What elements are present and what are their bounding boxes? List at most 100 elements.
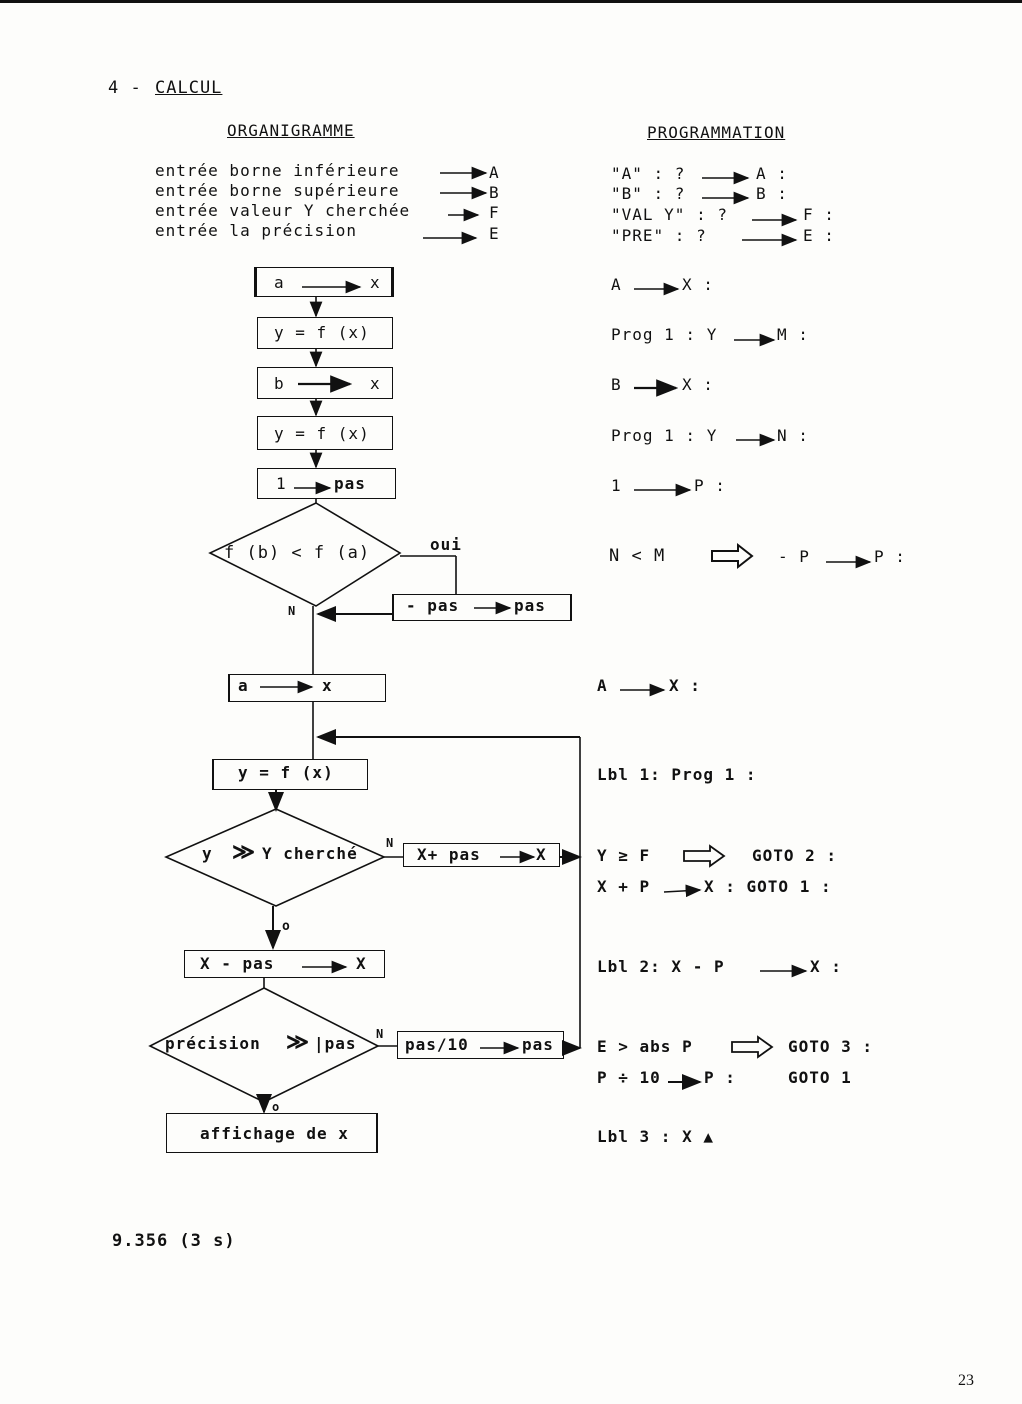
prog-line-2b: B :: [756, 184, 788, 203]
prog-line-13a: Y ≥ F: [597, 846, 651, 865]
flow-box11-right: pas: [522, 1035, 554, 1054]
prog-line-15a: Lbl 2: X - P: [597, 957, 725, 976]
input-var-2: B: [489, 183, 500, 202]
flow-box3-left: b: [274, 374, 285, 393]
prog-line-7b: X :: [682, 375, 714, 394]
prog-line-3b: F :: [803, 205, 835, 224]
flow-box-1-to-pas: [257, 468, 396, 499]
flow-decision2-left: y: [202, 844, 213, 863]
flow-decision2-right: Y cherché: [262, 844, 358, 863]
input-line-2: entrée borne supérieure: [155, 181, 400, 200]
flow-box8-text: y = f (x): [238, 763, 334, 782]
prog-line-11a: A: [597, 676, 608, 695]
flow-box-a-to-x-2: [228, 674, 386, 702]
decision-diamond-1: [208, 502, 402, 607]
flow-box11-left: pas/10: [405, 1035, 469, 1054]
flow-box5-right: pas: [334, 474, 366, 493]
flow-decision3-yes: o: [272, 1100, 281, 1114]
flow-box10-right: X: [356, 954, 367, 973]
prog-line-17a: P ÷ 10: [597, 1068, 661, 1087]
flow-decision3-no: N: [376, 1027, 385, 1041]
flow-box-neg-pas: [392, 594, 572, 621]
prog-line-11b: X :: [669, 676, 701, 695]
result-text: 9.356 (3 s): [112, 1231, 236, 1251]
implies-arrow-1: [711, 542, 754, 570]
input-var-1: A: [489, 163, 500, 182]
prog-arrow-14: [663, 884, 702, 898]
flow-box-x-minus-pas: [184, 950, 385, 978]
flow-decision3-op: ≫: [286, 1030, 311, 1055]
prog-line-15b: X :: [810, 957, 842, 976]
prog-line-10a: N < M: [609, 546, 666, 566]
prog-line-17b: P :: [704, 1068, 736, 1087]
flow-decision2-yes: o: [282, 919, 291, 934]
prog-line-5a: A: [611, 275, 622, 294]
flow-box-b-to-x: [257, 367, 393, 399]
flow-box7-right: x: [322, 676, 333, 695]
prog-line-8a: Prog 1 : Y: [611, 426, 718, 445]
flow-box-y-fx-1: [257, 317, 393, 349]
flow-box-y-fx-3: [212, 759, 368, 790]
prog-line-4a: "PRE" : ?: [611, 226, 707, 245]
flow-box9-right: X: [536, 845, 547, 864]
prog-line-1b: A :: [756, 164, 788, 183]
header-programmation: PROGRAMMATION: [647, 123, 786, 142]
flow-box-y-fx-2: [257, 416, 393, 450]
section-title: CALCUL: [155, 78, 223, 98]
prog-line-14a: X + P: [597, 877, 651, 896]
prog-line-13b: GOTO 2 :: [752, 846, 838, 865]
flow-decision2-op: ≫: [232, 840, 257, 865]
prog-line-1a: "A" : ?: [611, 164, 686, 183]
implies-arrow-2: [683, 844, 726, 868]
prog-line-3a: "VAL Y" : ?: [611, 205, 728, 224]
prog-line-16b: GOTO 3 :: [788, 1037, 874, 1056]
flow-decision1-no: N: [288, 604, 297, 618]
prog-line-4b: E :: [803, 226, 835, 245]
input-var-4: E: [489, 224, 500, 243]
flow-box10-left: X - pas: [200, 954, 275, 973]
decision-diamond-3: [148, 987, 380, 1103]
decision-diamond-2: [164, 808, 386, 907]
prog-line-7a: B: [611, 375, 622, 394]
prog-line-2a: "B" : ?: [611, 184, 686, 203]
flow-decision3-right: |pas: [314, 1034, 357, 1053]
implies-arrow-3: [731, 1035, 774, 1059]
flow-box1-left: a: [274, 273, 285, 292]
section-number: 4 -: [108, 78, 142, 98]
input-line-1: entrée borne inférieure: [155, 161, 400, 180]
input-var-3: F: [489, 203, 500, 222]
flow-box-affichage: [166, 1113, 378, 1153]
flow-box6-left: - pas: [406, 596, 460, 615]
prog-line-14b: X : GOTO 1 :: [704, 877, 832, 896]
top-border-line: [0, 0, 1022, 3]
prog-line-6b: M :: [777, 325, 809, 344]
flow-decision2-no: N: [386, 836, 395, 850]
prog-line-6a: Prog 1 : Y: [611, 325, 718, 344]
flow-box9-left: X+ pas: [417, 845, 481, 864]
flow-box-a-to-x: [254, 267, 394, 297]
flow-box6-right: pas: [514, 596, 546, 615]
flow-box4-text: y = f (x): [274, 424, 370, 443]
flow-box2-text: y = f (x): [274, 323, 370, 342]
flow-box12-text: affichage de x: [200, 1124, 349, 1143]
flow-box-x-plus-pas: [403, 843, 560, 867]
header-organigramme: ORGANIGRAMME: [227, 121, 355, 140]
flow-decision1-yes: oui: [430, 535, 462, 554]
prog-line-10c: P :: [874, 547, 906, 566]
flow-box7-left: a: [238, 676, 249, 695]
prog-line-12: Lbl 1: Prog 1 :: [597, 765, 757, 784]
page-number: 23: [958, 1372, 974, 1389]
prog-line-17c: GOTO 1: [788, 1068, 852, 1087]
input-line-4: entrée la précision: [155, 221, 358, 240]
flow-decision1-text: f (b) < f (a): [224, 543, 371, 563]
prog-line-9b: P :: [694, 476, 726, 495]
prog-line-8b: N :: [777, 426, 809, 445]
flow-decision3-left: précision: [165, 1034, 261, 1053]
prog-line-16a: E > abs P: [597, 1037, 693, 1056]
prog-line-18: Lbl 3 : X ▲: [597, 1127, 714, 1146]
input-line-3: entrée valeur Y cherchée: [155, 201, 411, 220]
flow-box3-right: x: [370, 374, 381, 393]
flow-box5-left: 1: [276, 474, 287, 493]
